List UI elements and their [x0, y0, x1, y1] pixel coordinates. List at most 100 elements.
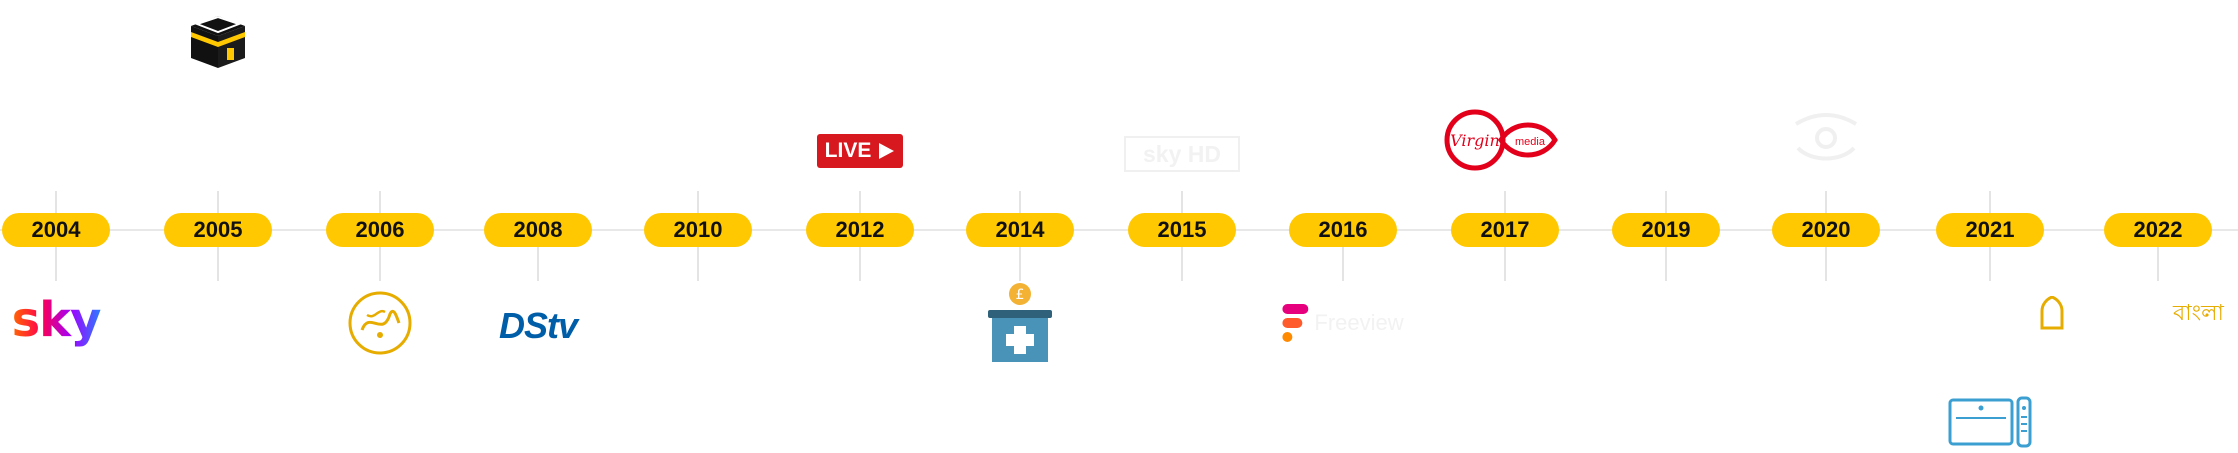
- year-pill: 2017: [1451, 213, 1559, 247]
- tick-top: [217, 191, 219, 213]
- description-line: interview: [658, 103, 738, 125]
- muhammad-calligraphy-icon: [347, 290, 413, 361]
- freeview-label: Freeview: [1314, 310, 1404, 335]
- tick-top: [55, 191, 57, 213]
- description-line: Channel: [18, 132, 94, 154]
- description-line: Muhammad: [327, 103, 433, 125]
- live-label: LIVE: [824, 139, 872, 162]
- description-line: launched: [1785, 384, 1867, 406]
- year-pill: 2004: [2, 213, 110, 247]
- description-line: Qur'an: [1796, 161, 1856, 183]
- description-line: Business Awards: [622, 326, 774, 348]
- timeline-axis: [0, 229, 2238, 231]
- description-line: First: [198, 103, 238, 125]
- svg-text:£: £: [1016, 287, 1025, 303]
- freeview-logo: Freeview: [1282, 304, 1404, 342]
- description-line: partners: [1629, 161, 1703, 183]
- tick-bottom: [379, 247, 381, 281]
- tick-top: [697, 191, 699, 213]
- tick-top: [1665, 191, 1667, 213]
- description-line: for charity: [976, 103, 1064, 125]
- quran-logo: [1786, 108, 1866, 179]
- description-line: Islam: [1642, 326, 1690, 348]
- description-line: Islam: [32, 103, 80, 125]
- description-line: Islam Channel: [796, 326, 924, 348]
- year-pill: 2010: [644, 213, 752, 247]
- description-line: Channel: [660, 161, 736, 183]
- event-description-top: Islam Channel raises millions for charity t…: [935, 42, 1105, 187]
- description-line: launches on: [1451, 326, 1559, 348]
- description-line: campaign: [336, 132, 424, 154]
- tick-bottom: [697, 247, 699, 281]
- tick-bottom: [55, 247, 57, 281]
- tick-top: [1504, 191, 1506, 213]
- description-line: anniversary: [1938, 132, 2042, 154]
- description-line: Channel: [1788, 326, 1864, 348]
- description-line: Islam: [1158, 297, 1206, 319]
- description-line: App: [1648, 384, 1684, 406]
- sky-hd-logo: sky HD: [1124, 136, 1240, 172]
- description-line: raises millions: [957, 74, 1083, 96]
- tick-bottom: [1019, 247, 1021, 281]
- description-line: Sky's Europe: [159, 326, 277, 348]
- description-line: coverage: [176, 161, 260, 183]
- description-line: Europe through: [1597, 103, 1735, 125]
- description-line: Arabic launched: [1110, 355, 1254, 377]
- description-line: through: [986, 132, 1054, 154]
- tick-bottom: [1181, 247, 1183, 281]
- mosque-icon: [2038, 295, 2066, 335]
- year-pill: 2005: [164, 213, 272, 247]
- tick-top: [1825, 191, 1827, 213]
- description-line: Urdu: [838, 355, 882, 377]
- year-pill: 2019: [1612, 213, 1720, 247]
- description-line: with new features: [1912, 161, 2068, 183]
- description-line: Channel: [1952, 355, 2028, 377]
- tick-bottom: [537, 247, 539, 281]
- description-line: Increased reach in: [1583, 74, 1749, 96]
- description-line: Launched: [816, 297, 904, 319]
- description-line: Launched on: [160, 297, 276, 319]
- tick-bottom: [1825, 247, 1827, 281]
- description-line: Islam Channel: [956, 45, 1084, 67]
- description-line: Islam Channel: [1762, 132, 1890, 154]
- description-line: Quran: [1798, 355, 1854, 377]
- description-line: Launched: [1946, 297, 2034, 319]
- year-pill: 2016: [1289, 213, 1397, 247]
- tick-bottom: [859, 247, 861, 281]
- tick-bottom: [1665, 247, 1667, 281]
- description-line: BBC: [677, 74, 719, 96]
- description-line: Islam: [1966, 326, 2014, 348]
- tick-bottom: [1989, 247, 1991, 281]
- description-line: with Islam: [653, 132, 743, 154]
- description-line: launched: [339, 161, 421, 183]
- charity-box-icon: £: [984, 282, 1056, 369]
- tick-bottom: [2157, 247, 2159, 281]
- year-pill: 2006: [326, 213, 434, 247]
- description-line: Islam Channel: [1441, 297, 1569, 319]
- description-line: Islam: [1802, 297, 1850, 319]
- description-line: Virgin Media TV: [1434, 355, 1576, 377]
- tick-bottom: [217, 247, 219, 281]
- year-pill: 2020: [1772, 213, 1880, 247]
- tick-top: [1019, 191, 1021, 213]
